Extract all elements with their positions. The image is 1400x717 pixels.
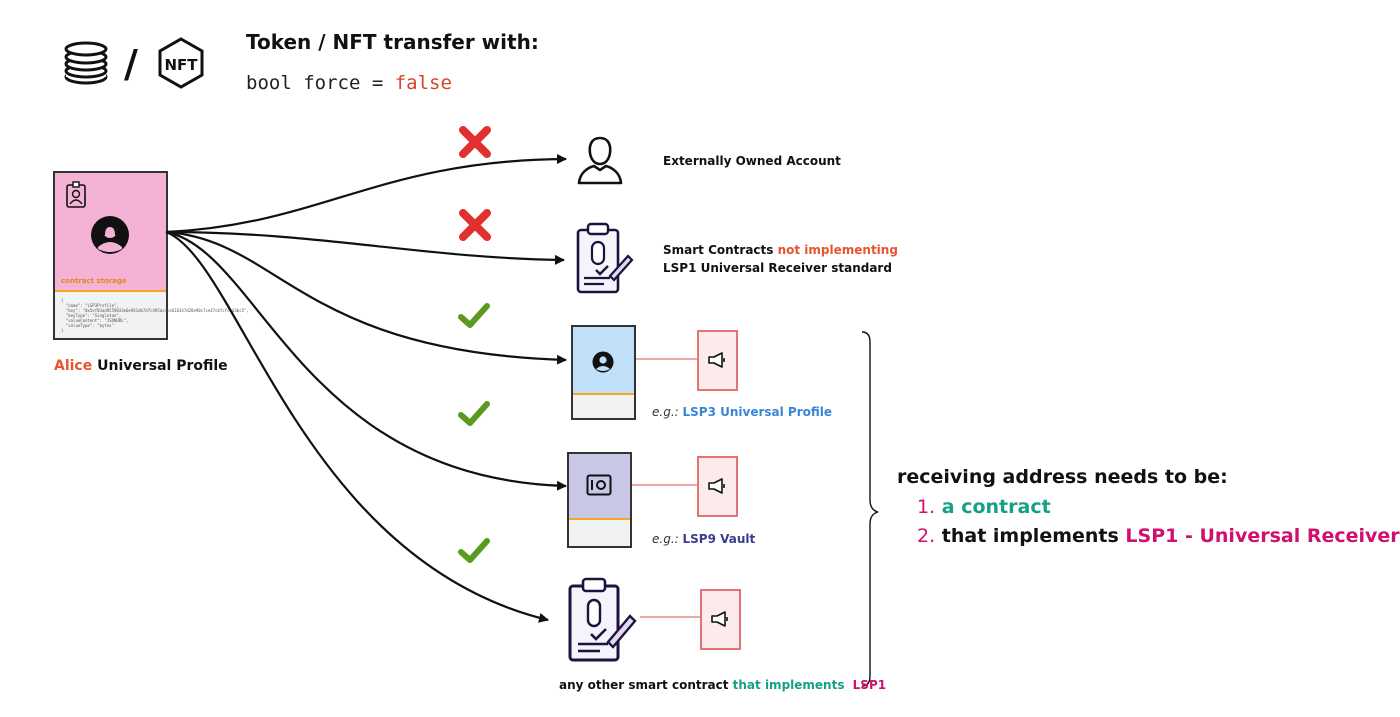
source-label: Alice Universal Profile (54, 358, 228, 374)
other-sc-label: any other smart contract that implements… (559, 676, 886, 694)
storage-code: { "name": "LSP3Profile", "key": "0x5ef83… (61, 298, 249, 333)
up-name: LSP3 Universal Profile (682, 405, 833, 419)
user-icon (577, 136, 623, 185)
source-name-rest: Universal Profile (92, 358, 228, 374)
other-label-c: LSP1 (852, 678, 887, 692)
avatar-icon (592, 351, 614, 373)
avatar-icon (91, 216, 129, 254)
reject-icon (459, 126, 491, 158)
slash-separator: / (124, 42, 138, 86)
requirements-heading: receiving address needs to be: (897, 466, 1228, 488)
badge-icon (66, 181, 86, 208)
eoa-label: Externally Owned Account (663, 154, 841, 168)
up-example: e.g.: LSP3 Universal Profile (652, 404, 832, 420)
req-text-2b: LSP1 - Universal Receiver (1125, 525, 1400, 547)
code-prefix: bool force = (246, 72, 395, 94)
code-value: false (394, 72, 452, 94)
storage-divider (55, 290, 166, 292)
megaphone-icon (708, 478, 725, 494)
vault-eg: e.g.: (652, 532, 679, 546)
arrow-to-sc-no-lsp1 (165, 230, 565, 265)
req-num-1: 1. (917, 496, 936, 518)
up-eg: e.g.: (652, 405, 679, 419)
other-label-b: that implements (732, 678, 849, 692)
vault-card-storage (569, 520, 630, 546)
up-lsp1-box (697, 330, 738, 391)
vault-card-divider (569, 518, 630, 520)
arrow-to-vault (165, 230, 567, 491)
vault-lsp1-box (697, 456, 738, 517)
vault-example: e.g.: LSP9 Vault (652, 531, 755, 547)
sc-label-b: not implementing (777, 243, 898, 257)
up-card-divider (573, 393, 634, 395)
arrow-to-other (165, 230, 549, 623)
storage-label: contract storage (61, 277, 127, 285)
arrow-to-up (165, 230, 567, 365)
vault-name: LSP9 Vault (682, 532, 756, 546)
req-text-2a: that implements (941, 525, 1126, 547)
check-icon (458, 538, 490, 563)
sc-label-c: LSP1 Universal Receiver standard (663, 261, 892, 275)
sc-no-lsp1-label: Smart Contracts not implementing LSP1 Un… (663, 241, 898, 277)
up-card-storage (573, 395, 634, 418)
req-num-2: 2. (917, 525, 936, 547)
check-icon (458, 303, 490, 328)
nft-icon: NFT (158, 37, 204, 89)
alice-profile-card: contract storage { "name": "LSP3Profile"… (53, 171, 249, 340)
megaphone-icon (711, 611, 728, 627)
svg-text:NFT: NFT (164, 56, 198, 74)
source-name-highlight: Alice (54, 358, 93, 374)
up-mini-card (571, 325, 636, 420)
requirements-brace (861, 331, 879, 687)
vault-mini-card (567, 452, 632, 548)
other-lsp1-box (700, 589, 741, 650)
diagram-title: Token / NFT transfer with: (246, 30, 539, 54)
megaphone-icon (708, 352, 725, 368)
req-text-1: a contract (941, 496, 1051, 518)
check-icon (458, 401, 490, 426)
profile-card-storage: { "name": "LSP3Profile", "key": "0x5ef83… (55, 292, 249, 338)
sc-label-a: Smart Contracts (663, 243, 778, 257)
arrow-to-eoa (165, 154, 567, 234)
clipboard-contract-icon (568, 577, 637, 662)
vault-icon (586, 474, 612, 496)
requirement-item-2: 2. that implements LSP1 - Universal Rece… (917, 525, 1400, 547)
other-label-a: any other smart contract (559, 678, 733, 692)
requirement-item-1: 1. a contract (917, 496, 1051, 518)
vault-card-top (569, 454, 630, 518)
coins-icon (64, 41, 108, 85)
force-code: bool force = false (246, 72, 452, 94)
reject-icon (459, 209, 491, 241)
clipboard-contract-icon (576, 222, 634, 294)
